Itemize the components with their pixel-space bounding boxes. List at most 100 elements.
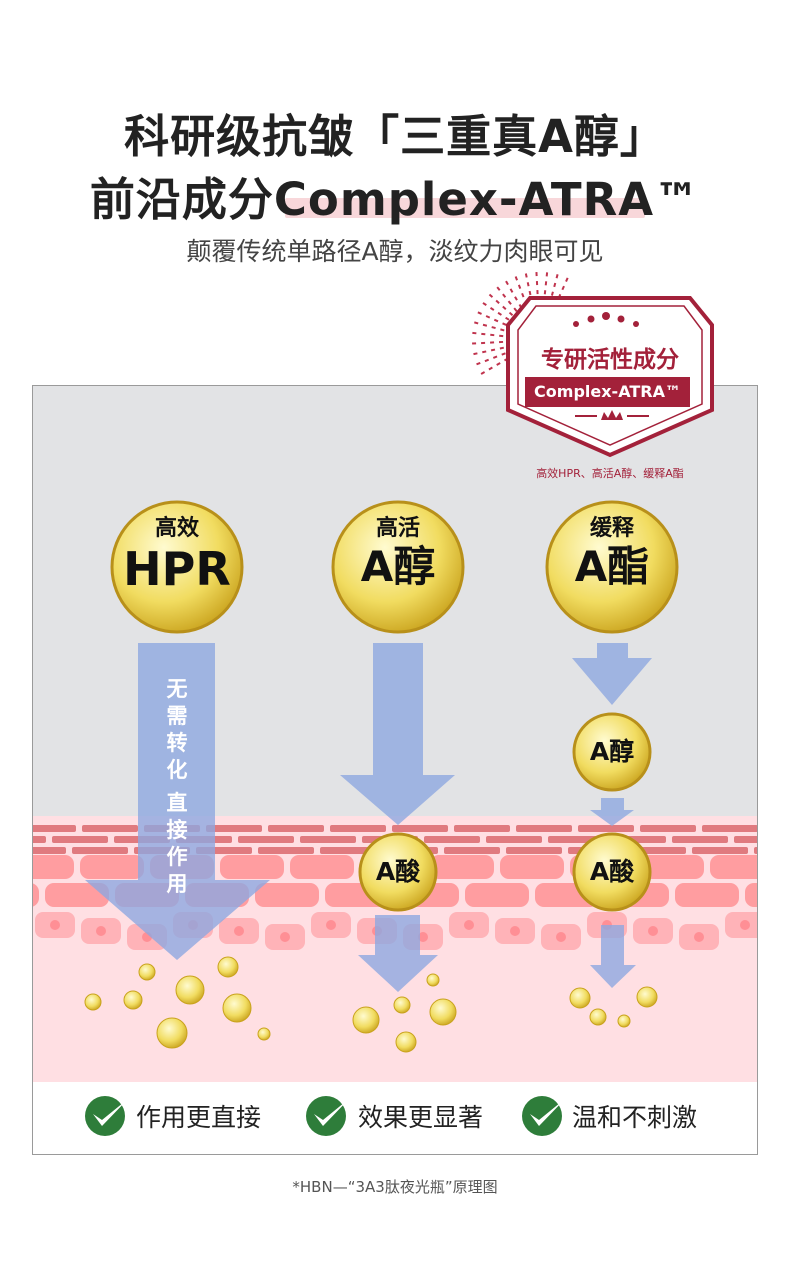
badge-name: Complex-ATRA™ (534, 382, 681, 401)
ray-dot (496, 362, 501, 366)
ray-dot (508, 311, 514, 316)
molecule-bubble (222, 993, 252, 1023)
ester-arrow (572, 643, 652, 705)
cell-nucleus (694, 932, 704, 942)
ray-dot (497, 311, 502, 316)
ray-dot (550, 291, 554, 296)
ray-dot (481, 341, 486, 345)
molecule-bubble (569, 987, 591, 1009)
skin-brick (454, 825, 510, 832)
ray-dot (482, 323, 488, 327)
ray-dot (545, 272, 549, 277)
ray-dot (535, 281, 539, 286)
ray-dot (553, 282, 557, 288)
ray-dot (526, 282, 530, 287)
badge-subtitle: 高效HPR、高活A醇、缓释A酯 (536, 467, 684, 480)
skin-brick (82, 825, 138, 832)
cell-nucleus (280, 932, 290, 942)
skin-brick (516, 825, 572, 832)
ray-dot (536, 290, 539, 295)
ray-dot (514, 296, 518, 301)
retinol-label-top: 高活 (375, 516, 420, 541)
ray-dot (500, 328, 505, 332)
ray-dot (502, 322, 507, 326)
ray-dot (544, 281, 548, 286)
molecule-bubble (426, 973, 440, 987)
skin-cell (33, 883, 39, 907)
ester-arrow-mid (590, 798, 634, 826)
ray-dot (490, 341, 495, 344)
cell-nucleus (326, 920, 336, 930)
skin-brick (392, 825, 448, 832)
ray-dot (505, 280, 509, 286)
cell-nucleus (510, 926, 520, 936)
ray-dot (490, 333, 495, 337)
molecule-bubble (175, 975, 205, 1005)
ray-dot (481, 332, 486, 336)
skin-brick (33, 825, 76, 832)
ray-dot (501, 352, 506, 356)
retinol-arrow-lower (358, 915, 438, 992)
badge-title: 专研活性成分 (541, 347, 679, 373)
skin-cell (430, 855, 494, 879)
ray-dot (514, 276, 518, 281)
ray-dot (488, 293, 494, 298)
ray-dot (507, 300, 512, 305)
skin-brick (424, 836, 480, 843)
ray-dot (488, 366, 493, 371)
ray-dot (535, 272, 538, 277)
badge-shield (506, 296, 714, 458)
cell-nucleus (96, 926, 106, 936)
ray-dot (496, 286, 501, 291)
ray-dot (489, 307, 495, 311)
ray-dot (565, 277, 569, 282)
ray-dot (502, 293, 507, 298)
hpr-note-1: 无需转化 (166, 677, 188, 782)
molecule-bubble (257, 1027, 271, 1041)
skin-brick (640, 825, 696, 832)
ray-dot (480, 371, 486, 375)
skin-brick (486, 836, 542, 843)
skin-brick (33, 847, 66, 854)
skin-brick (754, 847, 757, 854)
skin-cell (745, 883, 757, 907)
skin-cell (465, 883, 529, 907)
arrows (85, 643, 652, 992)
stars-icon (573, 312, 639, 327)
cell-nucleus (464, 920, 474, 930)
hpr-label-top: 高效 (154, 516, 199, 541)
ray-dot (555, 274, 559, 279)
hpr-arrow (85, 643, 270, 960)
skin-cell (80, 855, 144, 879)
ray-dot (472, 331, 477, 335)
check-icons (85, 1096, 566, 1136)
ray-dot (495, 299, 500, 304)
skin-brick (692, 847, 748, 854)
molecule-bubble (123, 990, 143, 1010)
ray-dot (484, 358, 490, 363)
skin-brick (52, 836, 108, 843)
ray-dot (543, 290, 547, 295)
skin-brick (72, 847, 128, 854)
ray-dot (477, 311, 482, 315)
skin-brick (206, 825, 262, 832)
hpr-label: HPR (123, 542, 231, 596)
ray-dot (499, 340, 504, 344)
skin-cell (640, 855, 704, 879)
absorbed-molecules (84, 956, 658, 1053)
cell-nucleus (556, 932, 566, 942)
ray-dot (490, 348, 496, 352)
skin-brick (672, 836, 728, 843)
skin-cell (290, 855, 354, 879)
skin-brick (268, 825, 324, 832)
ray-dot (499, 346, 505, 350)
skin-brick (764, 825, 790, 832)
ray-dot (524, 273, 528, 278)
cell-nucleus (740, 920, 750, 930)
hpr-note-2: 直接作用 (166, 791, 188, 896)
ray-dot (472, 342, 477, 345)
page-title-line2: 前沿成分Complex-ATRA™ (89, 173, 701, 226)
ray-dot (517, 284, 522, 290)
crown-icon (575, 410, 649, 420)
skin-brick (444, 847, 500, 854)
